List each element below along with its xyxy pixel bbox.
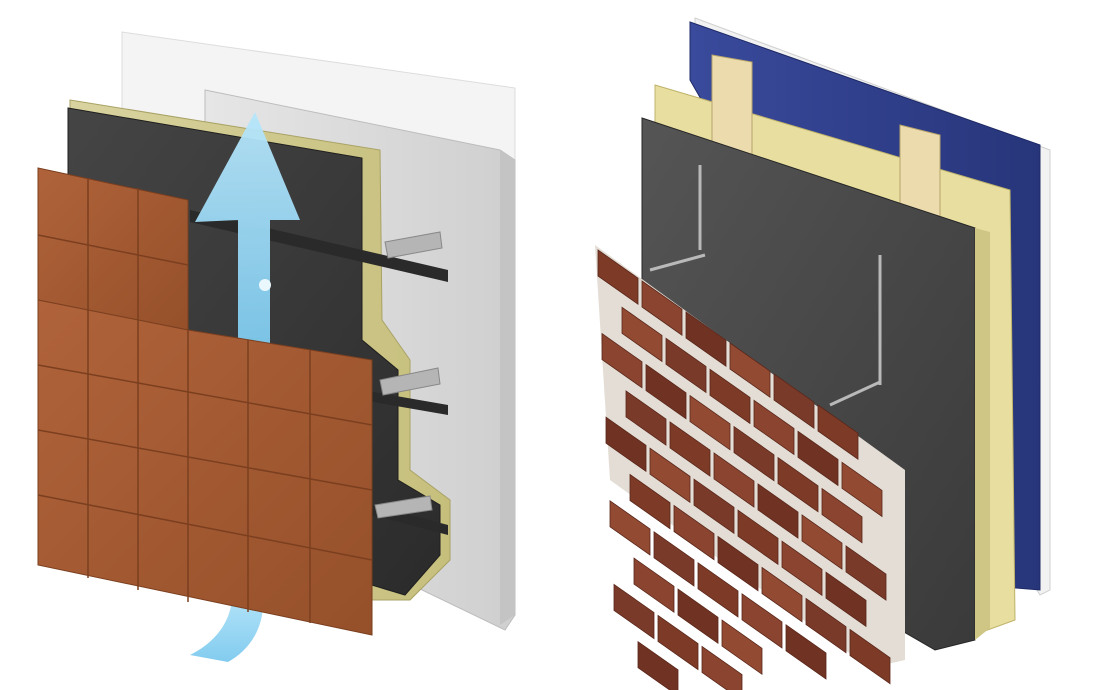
brick — [609, 500, 651, 556]
brick — [849, 628, 891, 685]
brick — [701, 645, 743, 690]
wall-tie-2 — [829, 380, 881, 407]
tile-grid — [37, 178, 373, 623]
brick — [625, 390, 667, 446]
brick — [821, 487, 863, 544]
brick — [717, 535, 759, 592]
brick — [801, 514, 843, 570]
brick — [825, 571, 867, 628]
brick — [737, 509, 779, 566]
brick — [729, 342, 771, 398]
brick — [605, 416, 647, 473]
brick — [685, 311, 727, 367]
timber-stud-1 — [711, 54, 753, 156]
brick — [653, 531, 695, 587]
brick — [689, 394, 731, 451]
brick — [601, 332, 643, 389]
brick-cavity-wall-figure — [595, 17, 1051, 690]
ventilated-facade-figure — [37, 31, 516, 662]
membrane-edge — [975, 228, 990, 640]
brick — [697, 562, 739, 618]
brick — [841, 461, 883, 518]
brick — [817, 404, 859, 460]
brick — [753, 399, 795, 456]
wall-tie-1 — [649, 253, 706, 272]
brick — [657, 614, 699, 671]
brick — [673, 504, 715, 561]
airflow-arrow-shaft — [195, 112, 300, 355]
brick — [805, 597, 847, 654]
brick — [629, 473, 671, 530]
brick — [757, 483, 799, 539]
brick — [721, 619, 763, 676]
brick — [845, 545, 887, 601]
tile-panel-lower — [37, 299, 373, 636]
brick — [645, 363, 687, 420]
brick — [781, 540, 823, 597]
brick — [633, 557, 675, 614]
bracket-2 — [379, 367, 441, 396]
brick-courses — [597, 249, 891, 690]
brick — [597, 249, 639, 305]
brick — [713, 452, 755, 508]
brick — [665, 337, 707, 394]
terracotta-tiles — [37, 167, 373, 636]
bracket-1 — [384, 231, 443, 259]
brick — [637, 640, 679, 690]
brick — [641, 280, 683, 336]
brick — [761, 566, 803, 623]
wall-ties — [649, 165, 882, 407]
brick — [709, 368, 751, 425]
airflow-dot — [259, 279, 271, 291]
brick — [613, 583, 655, 640]
wall-brackets — [374, 231, 443, 519]
brick — [733, 425, 775, 482]
brick — [741, 593, 783, 649]
brick — [773, 373, 815, 429]
concrete-wall-side — [500, 150, 515, 625]
brick-veneer — [595, 245, 905, 690]
brick — [693, 478, 735, 535]
brick — [797, 430, 839, 487]
brick — [649, 447, 691, 504]
brick — [785, 624, 827, 680]
brick — [777, 456, 819, 513]
brick — [677, 588, 719, 645]
brick — [669, 421, 711, 477]
bracket-3 — [374, 495, 433, 519]
brick — [621, 306, 663, 363]
